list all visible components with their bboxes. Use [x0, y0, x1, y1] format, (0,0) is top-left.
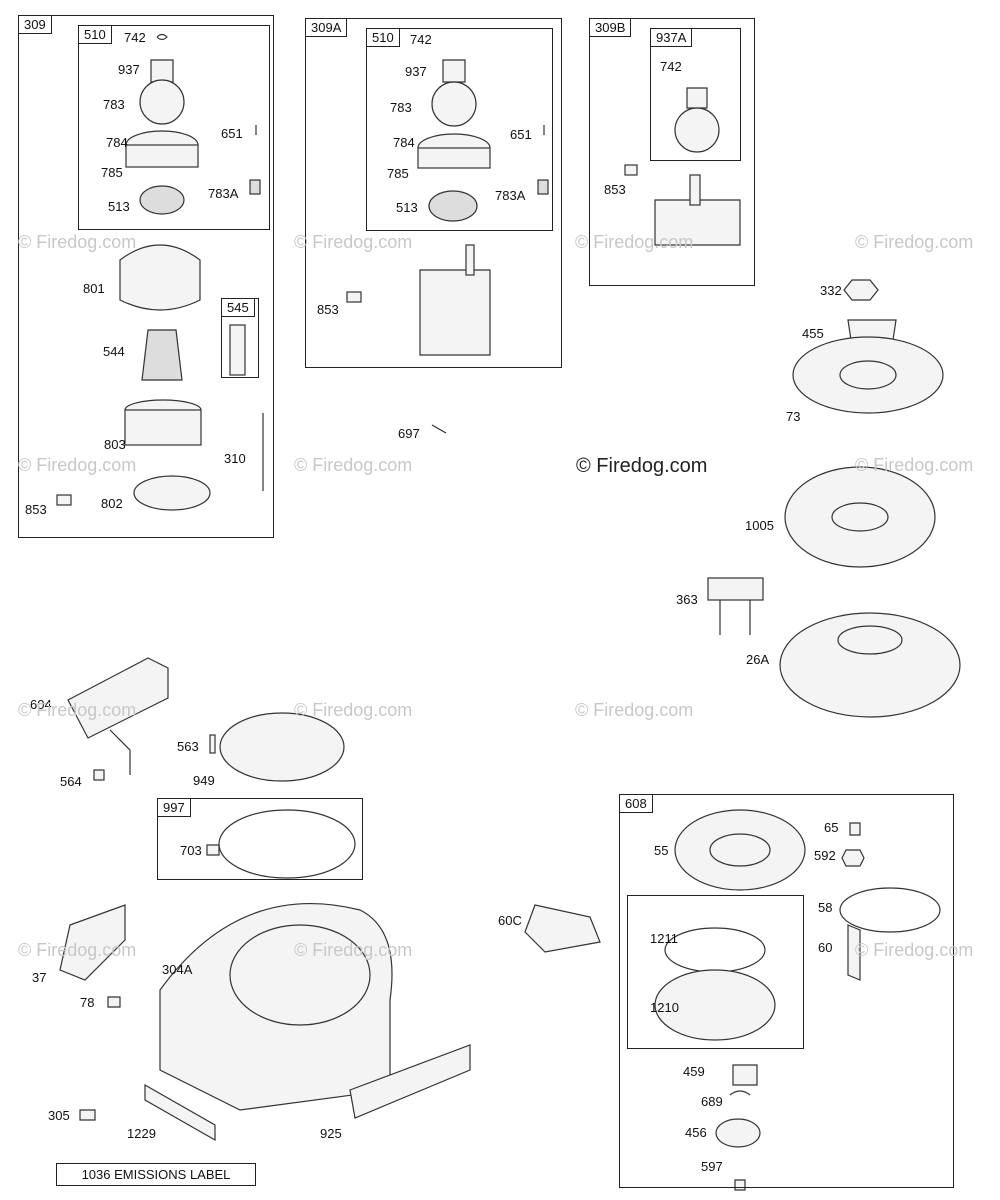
callout-801: 801	[83, 281, 105, 296]
watermark: © Firedog.com	[18, 700, 137, 720]
callout-853: 853	[25, 502, 47, 517]
callout-513: 513	[396, 200, 418, 215]
box-937A: 937A	[650, 28, 741, 161]
callout-742: 742	[660, 59, 682, 74]
callout-742: 742	[124, 30, 146, 45]
callout-925: 925	[320, 1126, 342, 1141]
callout-604: 604	[30, 697, 52, 712]
box-510-in-309A: 510	[366, 28, 553, 231]
watermark: © Firedog.com	[575, 700, 694, 720]
box-510-tag: 510	[367, 29, 400, 47]
callout-310: 310	[224, 451, 246, 466]
handle-60C-part	[524, 904, 601, 953]
callout-784: 784	[106, 135, 128, 150]
callout-803: 803	[104, 437, 126, 452]
callout-949: 949	[193, 773, 215, 788]
callout-1211: 1211	[650, 931, 678, 946]
box-937A-tag: 937A	[651, 29, 693, 47]
box-510-in-309: 510	[78, 25, 270, 230]
callout-78: 78	[80, 995, 95, 1010]
callout-60: 60	[818, 940, 833, 955]
watermark: © Firedog.com	[855, 940, 974, 960]
callout-783A: 783A	[495, 188, 526, 203]
callout-65: 65	[824, 820, 839, 835]
emissions-label: 1036 EMISSIONS LABEL	[56, 1163, 256, 1186]
callout-60C: 60C	[498, 913, 522, 928]
callout-26A: 26A	[746, 652, 770, 667]
callout-455: 455	[802, 326, 824, 341]
box-rope-pulley	[627, 895, 804, 1049]
callout-853: 853	[604, 182, 626, 197]
callout-1005: 1005	[745, 518, 774, 533]
box-309: 309	[18, 15, 274, 538]
callout-783: 783	[390, 100, 412, 115]
callout-363: 363	[676, 592, 698, 607]
callout-742: 742	[410, 32, 432, 47]
callout-1229: 1229	[127, 1126, 156, 1141]
callout-459: 459	[683, 1064, 705, 1079]
box-997-tag: 997	[158, 799, 191, 817]
box-309A: 309A	[305, 18, 562, 368]
callout-456: 456	[685, 1125, 707, 1140]
box-997: 997	[157, 798, 363, 880]
box-309A-tag: 309A	[306, 19, 348, 37]
callout-785: 785	[101, 165, 123, 180]
callout-853: 853	[317, 302, 339, 317]
callout-783A: 783A	[208, 186, 239, 201]
callout-597: 597	[701, 1159, 723, 1174]
callout-564: 564	[60, 774, 82, 789]
callout-783: 783	[103, 97, 125, 112]
box-309B: 309B	[589, 18, 755, 286]
box-309B-tag: 309B	[590, 19, 632, 37]
box-608: 608	[619, 794, 954, 1188]
watermark: © Firedog.com	[294, 700, 413, 720]
callout-651: 651	[221, 126, 243, 141]
watermark: © Firedog.com	[294, 940, 413, 960]
callout-73: 73	[786, 409, 801, 424]
callout-689: 689	[701, 1094, 723, 1109]
watermark: © Firedog.com	[855, 455, 974, 475]
copyright-text: © Firedog.com	[576, 455, 708, 477]
box-545: 545	[221, 298, 259, 378]
callout-58: 58	[818, 900, 833, 915]
callout-304A: 304A	[162, 962, 193, 977]
callout-703: 703	[180, 843, 202, 858]
watermark: © Firedog.com	[855, 232, 974, 252]
callout-513: 513	[108, 199, 130, 214]
callout-937: 937	[405, 64, 427, 79]
box-309-tag: 309	[19, 16, 52, 34]
callout-544: 544	[103, 344, 125, 359]
callout-592: 592	[814, 848, 836, 863]
watermark: © Firedog.com	[575, 232, 694, 252]
callout-332: 332	[820, 283, 842, 298]
callout-784: 784	[393, 135, 415, 150]
callout-55: 55	[654, 843, 669, 858]
callout-785: 785	[387, 166, 409, 181]
box-545-tag: 545	[222, 299, 255, 317]
callout-937: 937	[118, 62, 140, 77]
callout-651: 651	[510, 127, 532, 142]
watermark: © Firedog.com	[18, 455, 137, 475]
box-608-tag: 608	[620, 795, 653, 813]
watermark: © Firedog.com	[294, 232, 413, 252]
callout-305: 305	[48, 1108, 70, 1123]
box-510-tag: 510	[79, 26, 112, 44]
callout-37: 37	[32, 970, 47, 985]
watermark: © Firedog.com	[18, 940, 137, 960]
watermark: © Firedog.com	[18, 232, 137, 252]
callout-1210: 1210	[650, 1000, 679, 1015]
callout-563: 563	[177, 739, 199, 754]
callout-802: 802	[101, 496, 123, 511]
watermark: © Firedog.com	[294, 455, 413, 475]
callout-697: 697	[398, 426, 420, 441]
